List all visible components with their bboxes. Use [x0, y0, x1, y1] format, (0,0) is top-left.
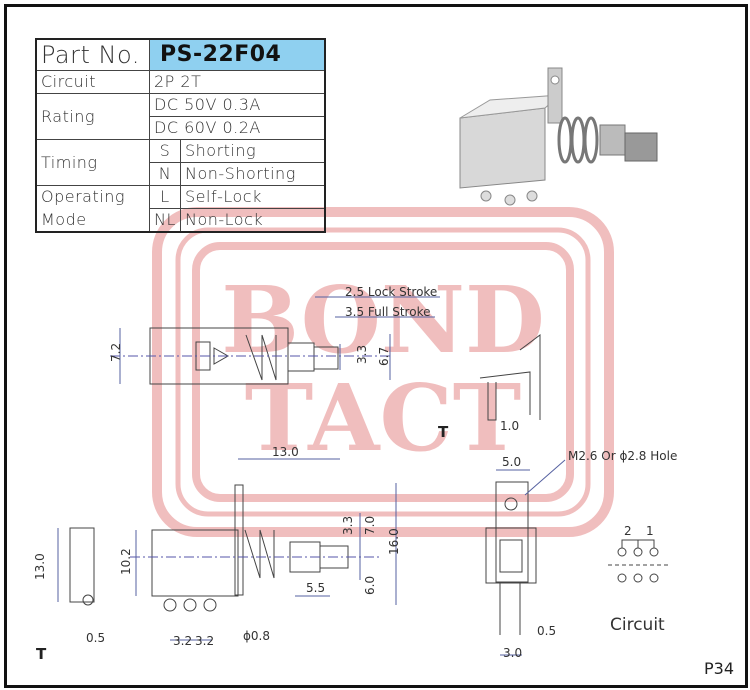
timing-name: Non-Shorting: [180, 162, 326, 186]
timing-label: Timing: [35, 139, 150, 186]
circuit-label: Circuit: [610, 615, 665, 635]
dim-body: 10.2: [119, 548, 133, 575]
mode-code: L: [149, 185, 181, 209]
dim-bracket-width: 5.0: [502, 455, 521, 469]
t-label: T: [438, 423, 449, 441]
dim-total: 16.0: [387, 528, 401, 555]
t-label: T: [36, 645, 47, 663]
dim-flange: 6.7: [377, 347, 391, 366]
dim-pitch2: 3.2: [195, 634, 214, 648]
dim-travel: 5.5: [306, 581, 325, 595]
circuit-pin-2: 2: [624, 524, 632, 538]
mode-label: Mode: [35, 208, 150, 233]
dim-height: 7.2: [109, 343, 123, 362]
dim-lower: 6.0: [363, 576, 377, 595]
mode-name: Non-Lock: [180, 208, 326, 233]
dim-end-height: 13.0: [33, 553, 47, 580]
dim-lock-stroke: 2.5 Lock Stroke: [345, 285, 437, 299]
dim-full-stroke: 3.5 Full Stroke: [345, 305, 430, 319]
timing-code: S: [149, 139, 181, 163]
rating-value: DC 60V 0.2A: [149, 116, 326, 140]
dim-bracket-pitch: 3.0: [503, 646, 522, 660]
dim-upper: 7.0: [363, 516, 377, 535]
page-number: P34: [703, 659, 734, 678]
dim-pitch1: 3.2: [173, 634, 192, 648]
dim-thickness: 0.5: [86, 631, 105, 645]
dim-hole: M2.6 Or ϕ2.8 Hole: [568, 449, 677, 463]
circuit-label: Circuit: [35, 70, 150, 94]
timing-code: N: [149, 162, 181, 186]
mode-name: Self-Lock: [180, 185, 326, 209]
part-no-value: PS-22F04: [149, 38, 326, 71]
dim-stem: 3.3: [355, 345, 369, 364]
product-render: [459, 67, 658, 206]
circuit-diagram: [608, 539, 668, 583]
dim-bracket-pin: 0.5: [537, 624, 556, 638]
mode-label: Operating: [35, 185, 150, 209]
dim-length: 13.0: [272, 445, 299, 459]
circuit-pin-1: 1: [646, 524, 654, 538]
dim-pitch: 1.0: [500, 419, 519, 433]
page-frame: [4, 4, 748, 688]
dim-pin: ϕ0.8: [243, 629, 270, 643]
watermark-line2: TACT: [245, 364, 522, 472]
mode-code: NL: [149, 208, 181, 233]
timing-name: Shorting: [180, 139, 326, 163]
spec-table: Part No. PS-22F04 Circuit 2P 2T Rating D…: [35, 38, 326, 233]
dim-stem: 3.3: [341, 516, 355, 535]
circuit-value: 2P 2T: [149, 70, 326, 94]
rating-label: Rating: [35, 93, 150, 140]
